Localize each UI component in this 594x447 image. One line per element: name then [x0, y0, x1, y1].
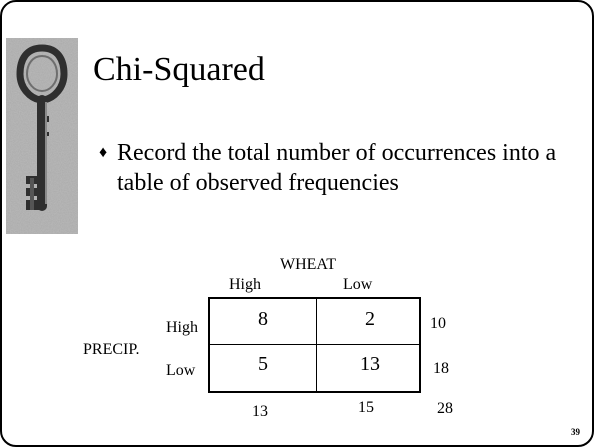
row-header-high: High — [166, 319, 198, 336]
row-header-low: Low — [166, 362, 196, 379]
table-column-divider — [316, 299, 317, 391]
column-header-high: High — [229, 276, 261, 293]
column-header-low: Low — [343, 276, 373, 293]
cell-high-low: 2 — [365, 308, 375, 330]
row-total-low: 18 — [433, 360, 449, 377]
skeleton-key-icon — [6, 38, 78, 234]
row-total-high: 10 — [430, 315, 446, 332]
bullet-text: Record the total number of occurrences i… — [117, 140, 557, 196]
page-number: 39 — [571, 427, 580, 437]
grand-total: 28 — [437, 400, 453, 417]
column-total-low: 15 — [358, 399, 374, 416]
diamond-bullet-icon: ♦ — [99, 144, 108, 161]
cell-low-low: 13 — [360, 353, 380, 375]
row-variable-label: PRECIP. — [83, 341, 140, 358]
table-row-divider — [210, 344, 419, 345]
observed-frequency-table: 8 2 5 13 — [208, 297, 421, 393]
column-variable-label: WHEAT — [280, 256, 336, 273]
cell-low-high: 5 — [258, 353, 268, 375]
column-total-high: 13 — [252, 403, 268, 420]
cell-high-high: 8 — [258, 308, 268, 330]
slide-title: Chi-Squared — [93, 51, 265, 88]
